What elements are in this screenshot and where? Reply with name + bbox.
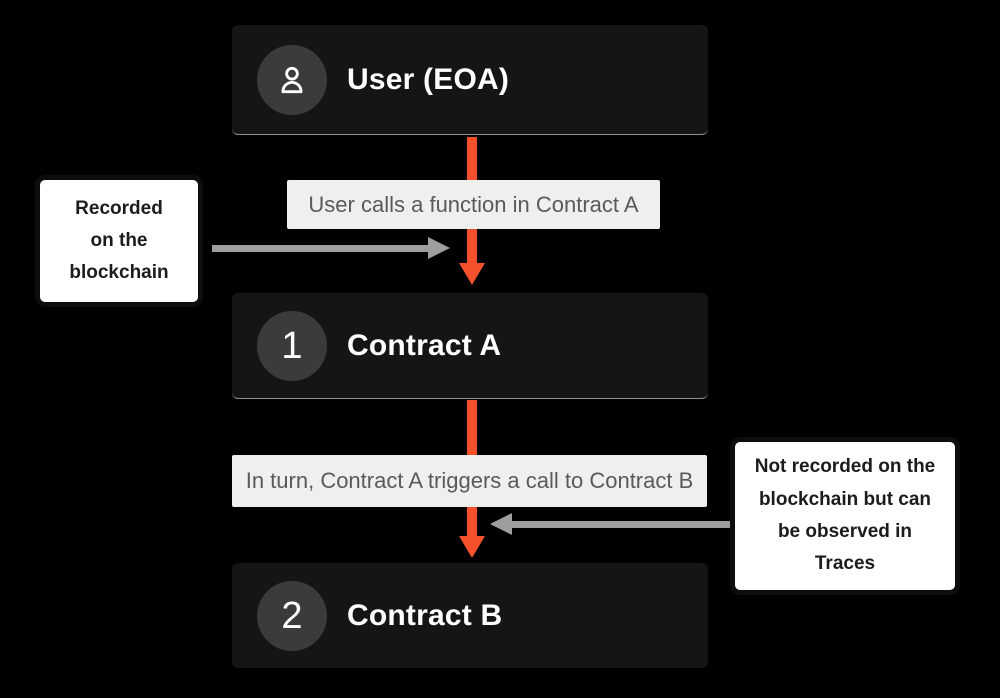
node-contract-b-label: Contract B	[347, 598, 503, 632]
callout-text-line: be observed in	[777, 521, 913, 542]
callout-text-line: blockchain but can	[758, 488, 932, 510]
edge-label-user-to-contract-a: User calls a function in Contract A	[287, 180, 660, 229]
orange-arrow-segment	[467, 229, 477, 263]
node-contract-a-label: Contract A	[347, 328, 502, 362]
person-icon	[281, 66, 303, 93]
node-user-eoa: User (EOA)	[232, 25, 708, 135]
avatar-circle	[257, 44, 327, 115]
node-contract-b: 2 Contract B	[232, 563, 708, 668]
gray-arrowhead-left-icon	[490, 513, 512, 535]
gray-arrow-body	[212, 245, 428, 252]
callout-text-line: blockchain	[69, 262, 169, 284]
edge-label-contract-a-to-contract-b: In turn, Contract A triggers a call to C…	[232, 455, 707, 507]
callout-not-recorded-traces: Not recorded on the blockchain but can b…	[730, 437, 960, 595]
callout-text-line: on the	[90, 229, 148, 251]
gray-arrowhead-right-icon	[428, 237, 450, 259]
orange-arrow-segment	[467, 507, 477, 536]
callout-text-line: Not recorded on the	[754, 456, 936, 478]
node-contract-a: 1 Contract A	[232, 293, 708, 399]
gray-arrow-body	[512, 521, 730, 528]
callout-text-line: Recorded	[75, 197, 163, 219]
step-number-circle: 2	[257, 580, 327, 651]
orange-arrowhead-down-icon	[459, 263, 485, 285]
step-number-circle: 1	[257, 310, 327, 381]
step-number: 1	[281, 324, 303, 367]
callout-recorded-on-blockchain: Recorded on the blockchain	[35, 175, 203, 307]
orange-arrowhead-down-icon	[459, 536, 485, 558]
orange-arrow-segment	[467, 137, 477, 180]
step-number: 2	[281, 594, 303, 637]
node-user-label: User (EOA)	[347, 62, 510, 96]
orange-arrow-segment	[467, 400, 477, 455]
callout-text-line: Traces	[814, 553, 876, 575]
